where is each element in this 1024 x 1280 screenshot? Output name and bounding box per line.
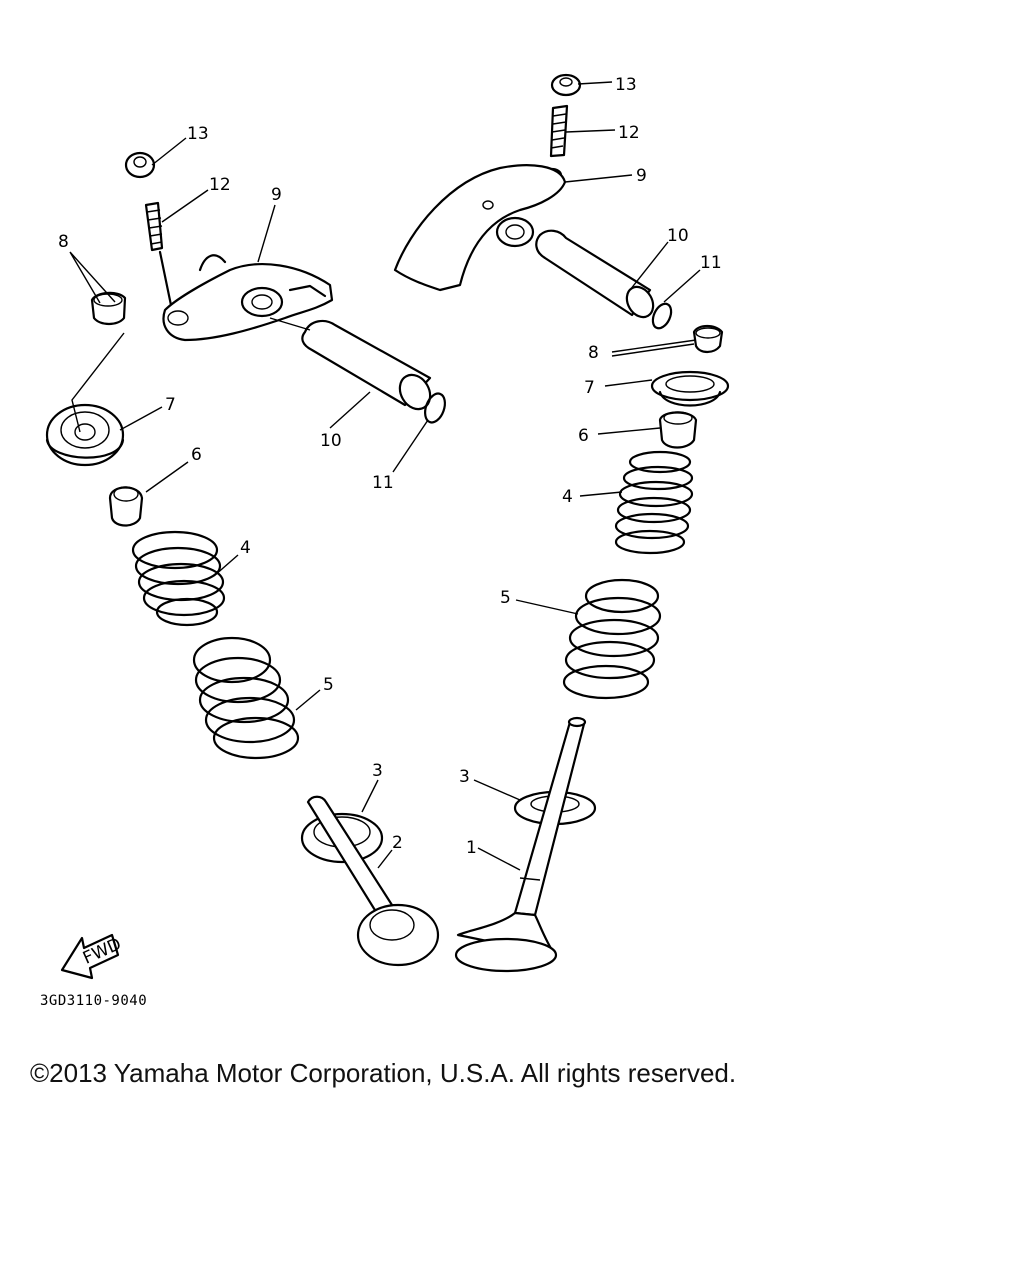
leader-lines xyxy=(69,81,701,871)
callout-right-6: 6 xyxy=(578,426,589,446)
callout-left-12: 12 xyxy=(209,175,231,195)
valve-train-exploded-diagram: FWD 13 12 9 8 7 10 11 6 xyxy=(45,73,730,980)
right-valve-cotter-8 xyxy=(692,324,724,354)
callout-left-3: 3 xyxy=(372,761,383,781)
right-inner-spring-4 xyxy=(614,450,694,555)
callout-right-5: 5 xyxy=(500,588,511,608)
callout-right-11: 11 xyxy=(700,253,722,273)
left-intake-valve-2 xyxy=(306,795,440,967)
right-outer-spring-5 xyxy=(562,578,662,700)
left-rocker-arm-9 xyxy=(162,254,334,342)
right-rocker-shaft-10 xyxy=(535,229,655,319)
callout-left-4: 4 xyxy=(240,538,251,558)
callout-labels: 13 12 9 8 7 10 11 6 4 5 3 2 13 12 9 10 1… xyxy=(58,75,722,858)
left-rocker-shaft-10 xyxy=(269,317,432,411)
right-rocker-arm-9 xyxy=(393,164,567,292)
copyright-notice: ©2013 Yamaha Motor Corporation, U.S.A. A… xyxy=(30,1058,737,1088)
right-exhaust-valve-1 xyxy=(454,716,587,973)
left-stem-seal-6 xyxy=(108,486,144,527)
callout-right-8: 8 xyxy=(588,343,599,363)
fwd-arrow-icon: FWD xyxy=(60,933,124,980)
left-nut-13 xyxy=(124,151,156,179)
callout-right-7: 7 xyxy=(584,378,595,398)
callout-left-5: 5 xyxy=(323,675,334,695)
callout-right-4: 4 xyxy=(562,487,573,507)
right-stem-seal-6 xyxy=(658,411,698,449)
callout-left-10: 10 xyxy=(320,431,342,451)
left-spring-retainer-7 xyxy=(45,403,125,467)
callout-right-10: 10 xyxy=(667,226,689,246)
left-adjuster-screw-12 xyxy=(144,201,174,312)
callout-right-9: 9 xyxy=(636,166,647,186)
callout-right-12: 12 xyxy=(618,123,640,143)
callout-left-9: 9 xyxy=(271,185,282,205)
callout-left-2: 2 xyxy=(392,833,403,853)
left-o-ring-11 xyxy=(424,392,446,424)
callout-left-13: 13 xyxy=(187,124,209,144)
callout-left-7: 7 xyxy=(165,395,176,415)
left-outer-spring-5 xyxy=(192,636,300,760)
diagram-reference-code: 3GD3110-9040 xyxy=(40,993,148,1009)
callout-right-3: 3 xyxy=(459,767,470,787)
callout-right-13: 13 xyxy=(615,75,637,95)
right-spring-retainer-7 xyxy=(650,370,730,407)
callout-right-1: 1 xyxy=(466,838,477,858)
right-nut-13 xyxy=(550,73,582,97)
right-o-ring-11 xyxy=(651,302,673,330)
left-valve-cotter-8 xyxy=(90,291,127,326)
callout-left-8: 8 xyxy=(58,232,69,252)
callout-left-6: 6 xyxy=(191,445,202,465)
left-inner-spring-4 xyxy=(131,530,226,627)
callout-left-11: 11 xyxy=(372,473,394,493)
